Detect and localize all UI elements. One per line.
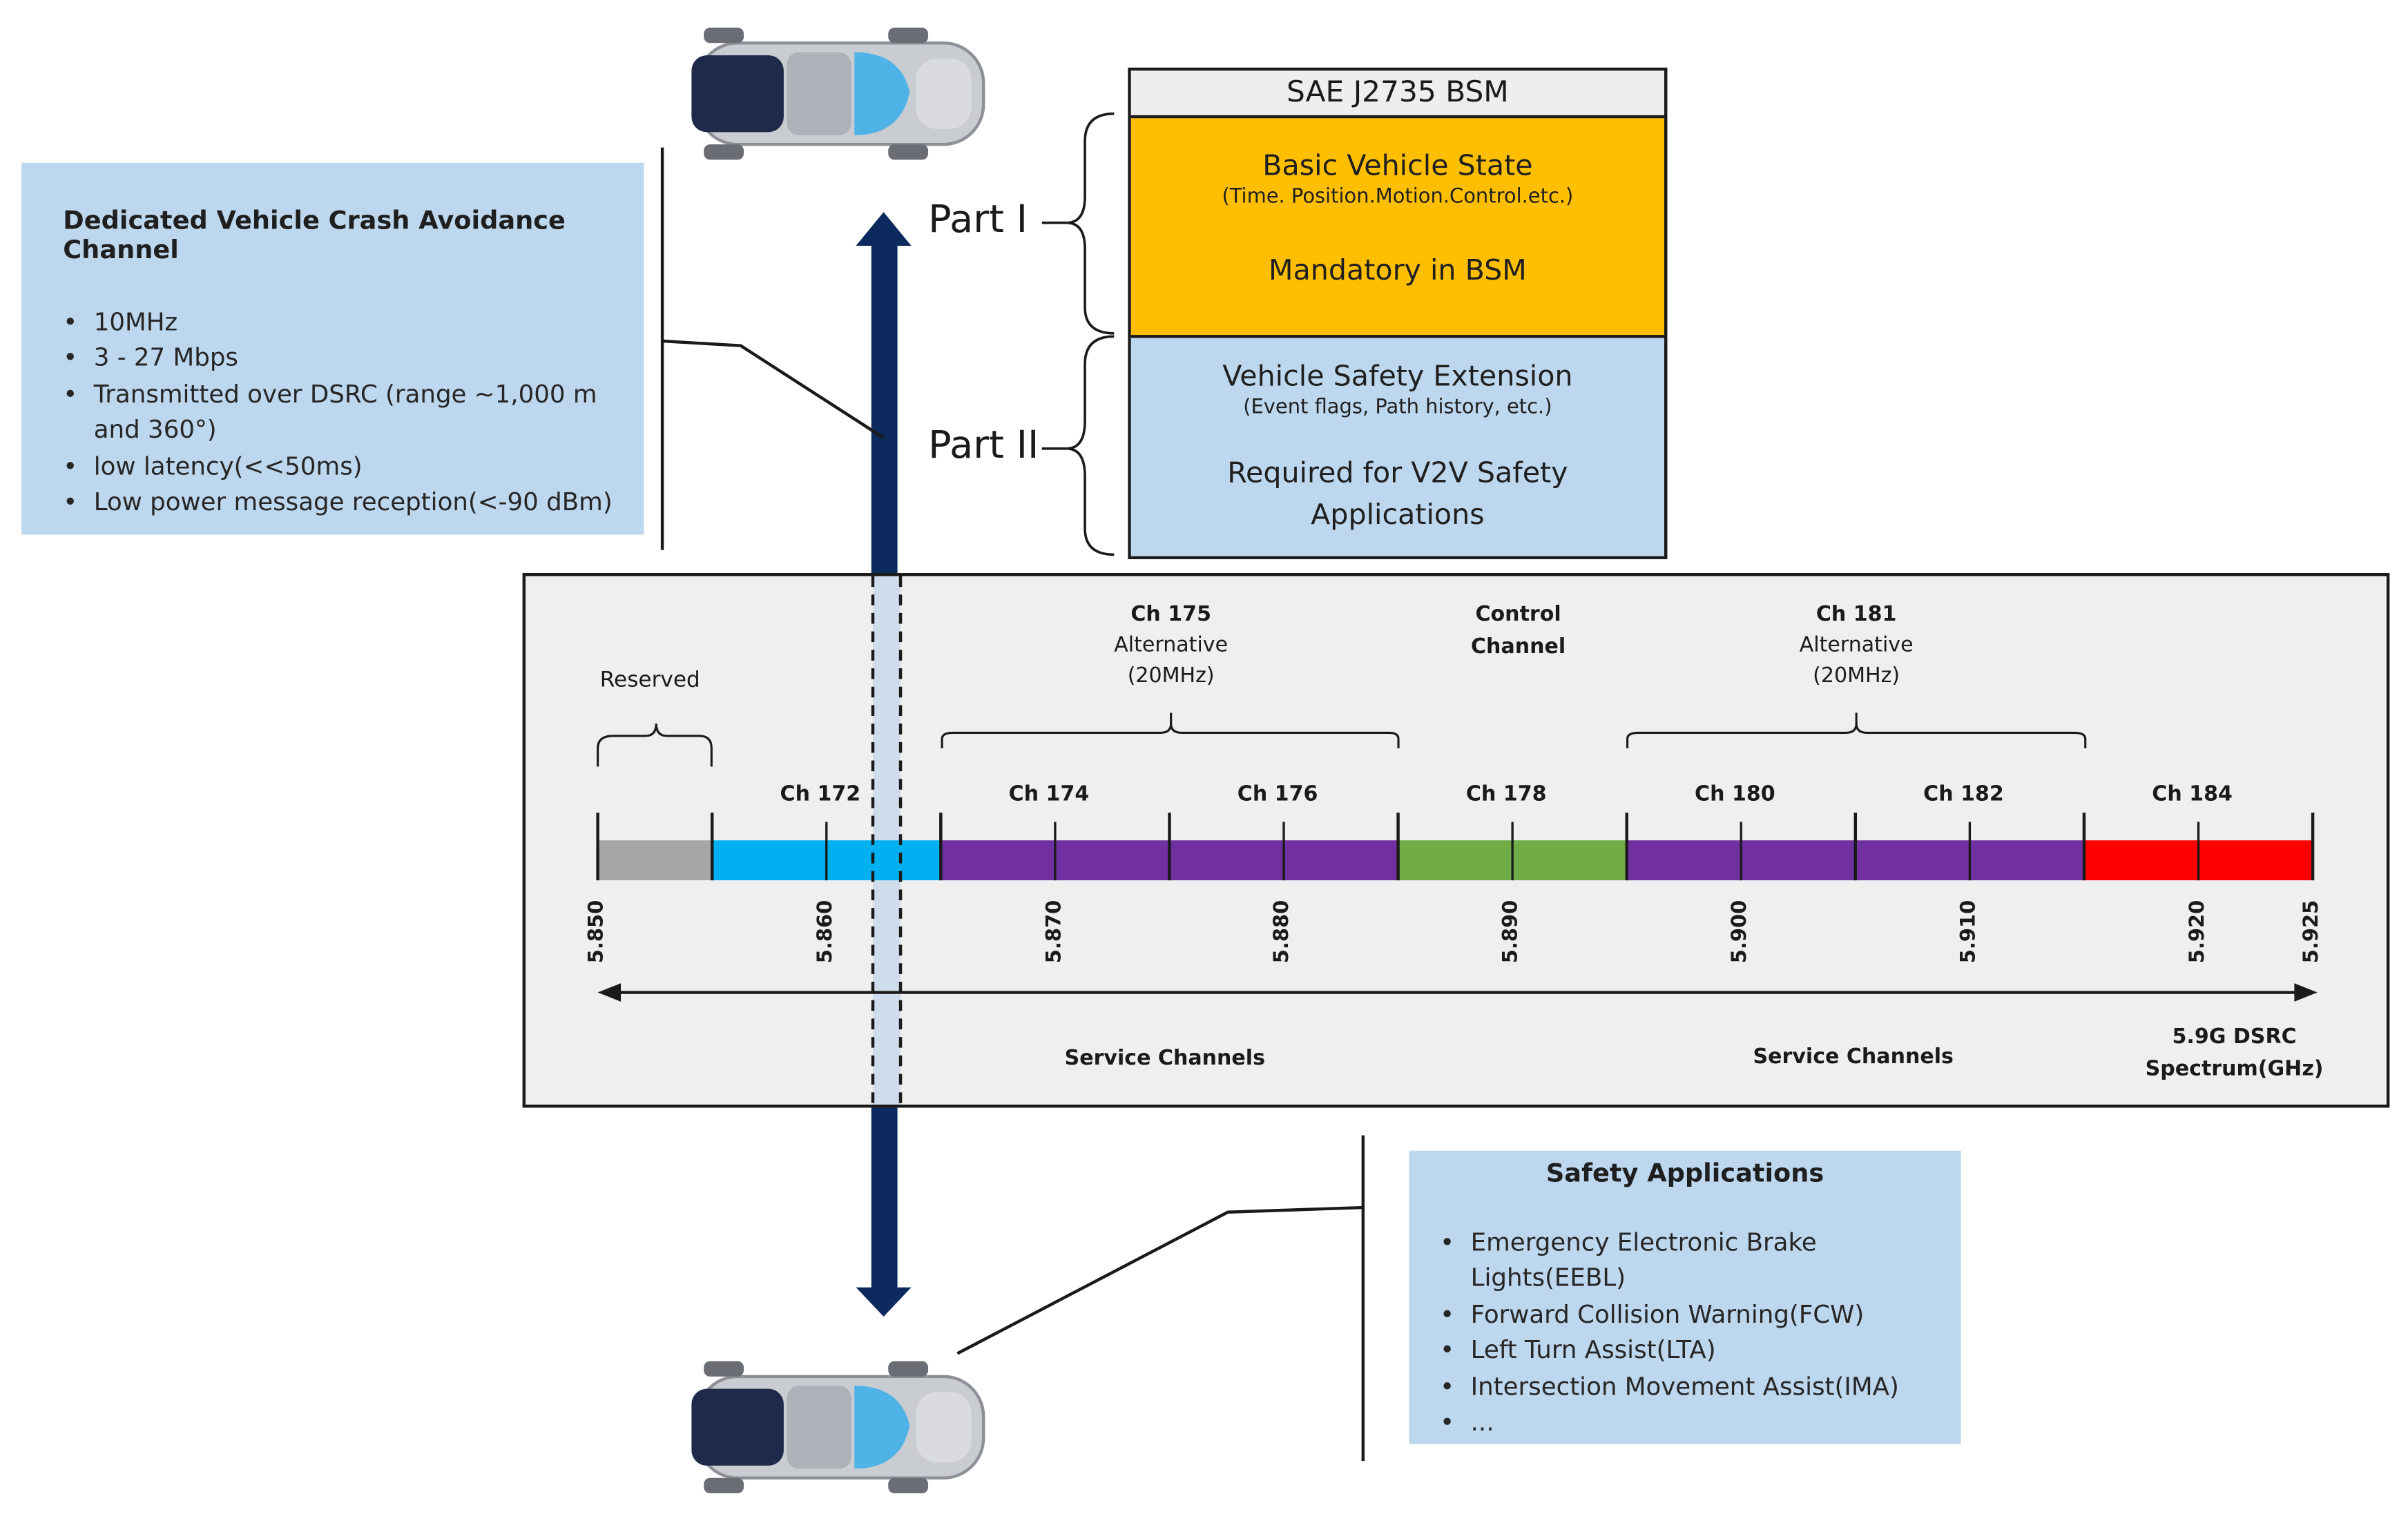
safety-app-item: Emergency Electronic Brake Lights(EEBL) — [1440, 1225, 1930, 1297]
dsrc-spectrum-panel: Reserved Ch 175 Alternative (20MHz) Cont… — [522, 573, 2390, 1108]
service-channels-left: Service Channels — [1064, 1046, 1265, 1071]
crash-channel-item: Low power message reception(<-90 dBm) — [63, 484, 622, 521]
crash-channel-item: 10MHz — [63, 304, 622, 341]
frequency-tick-label: 5.860 — [813, 900, 838, 964]
frequency-axis-arrow — [597, 983, 2318, 1002]
ch181-label: Ch 181 — [1815, 602, 1897, 627]
part1-subtitle: (Time. Position.Motion.Control.etc.) — [1222, 186, 1574, 209]
crash-avoidance-channel-box: Dedicated Vehicle Crash Avoidance Channe… — [21, 162, 644, 535]
bsm-part2: Vehicle Safety Extension (Event flags, P… — [1130, 338, 1664, 556]
upper-car-image — [691, 28, 985, 160]
frequency-tick-label: 5.880 — [1271, 900, 1295, 964]
part1-label: Part I — [928, 196, 1028, 242]
channel-label: Ch 176 — [1237, 782, 1318, 807]
reserved-label: Reserved — [599, 668, 700, 693]
control-channel-label-line2: Channel — [1471, 634, 1566, 659]
crash-channel-item: Transmitted over DSRC (range ~1,000 m an… — [63, 376, 622, 448]
part1-note: Mandatory in BSM — [1269, 255, 1527, 288]
spectrum-graphics — [596, 576, 2318, 1105]
axis-title-line1: 5.9G DSRC — [2172, 1025, 2297, 1049]
frequency-tick-label: 5.900 — [1728, 900, 1752, 964]
safety-app-item: ... — [1440, 1404, 1930, 1441]
safety-apps-title: Safety Applications — [1545, 1158, 1824, 1188]
crash-box-connector — [660, 147, 885, 550]
part2-subtitle: (Event flags, Path history, etc.) — [1243, 396, 1552, 420]
channel-label: Ch 184 — [2152, 782, 2233, 807]
reserved-band — [597, 840, 713, 881]
frequency-tick-label: 5.890 — [1500, 900, 1523, 964]
channel-label: Ch 172 — [780, 782, 861, 807]
part1-title: Basic Vehicle State — [1262, 151, 1533, 183]
ch175-type: Alternative — [1114, 632, 1229, 658]
lower-car-image — [691, 1361, 985, 1493]
part-braces — [1041, 112, 1115, 556]
crash-channel-item: low latency(<<50ms) — [63, 448, 622, 485]
part2-label: Part II — [928, 422, 1039, 467]
ch175-label: Ch 175 — [1130, 602, 1211, 627]
frequency-tick-label: 5.920 — [2186, 900, 2210, 964]
ch181-type: Alternative — [1799, 632, 1914, 658]
crash-channel-item: 3 - 27 Mbps — [63, 340, 622, 377]
safety-box-connector — [956, 1135, 1365, 1462]
safety-app-item: Forward Collision Warning(FCW) — [1440, 1297, 1930, 1333]
part2-note: Required for V2V Safety Applications — [1227, 458, 1568, 532]
crash-channel-title: Dedicated Vehicle Crash Avoidance Channe… — [63, 206, 566, 264]
channel-label: Ch 180 — [1695, 782, 1775, 807]
bsm-title: SAE J2735 BSM — [1130, 70, 1664, 119]
frequency-tick-label: 5.850 — [585, 900, 609, 964]
frequency-tick-label: 5.910 — [1957, 900, 1981, 964]
axis-title-line2: Spectrum(GHz) — [2145, 1057, 2324, 1082]
frequency-tick-label: 5.870 — [1043, 900, 1066, 964]
control-channel-label-line1: Control — [1475, 602, 1561, 627]
bsm-box: SAE J2735 BSM Basic Vehicle State (Time.… — [1128, 67, 1668, 560]
channel-label: Ch 178 — [1465, 782, 1547, 807]
channel-label: Ch 182 — [1923, 782, 2004, 807]
safety-applications-box: Safety Applications Emergency Electronic… — [1409, 1150, 1961, 1444]
channel-label: Ch 174 — [1008, 782, 1090, 807]
frequency-tick-label: 5.925 — [2300, 900, 2324, 964]
safety-apps-list: Emergency Electronic Brake Lights(EEBL) … — [1440, 1225, 1930, 1441]
part2-title: Vehicle Safety Extension — [1222, 360, 1573, 394]
bsm-part1: Basic Vehicle State (Time. Position.Moti… — [1130, 118, 1664, 338]
service-channels-right: Service Channels — [1753, 1045, 1954, 1069]
safety-app-item: Left Turn Assist(LTA) — [1440, 1332, 1930, 1369]
ch175-width: (20MHz) — [1127, 663, 1215, 688]
safety-app-item: Intersection Movement Assist(IMA) — [1440, 1368, 1930, 1405]
ch181-width: (20MHz) — [1813, 663, 1900, 688]
crash-channel-list: 10MHz 3 - 27 Mbps Transmitted over DSRC … — [63, 304, 622, 521]
